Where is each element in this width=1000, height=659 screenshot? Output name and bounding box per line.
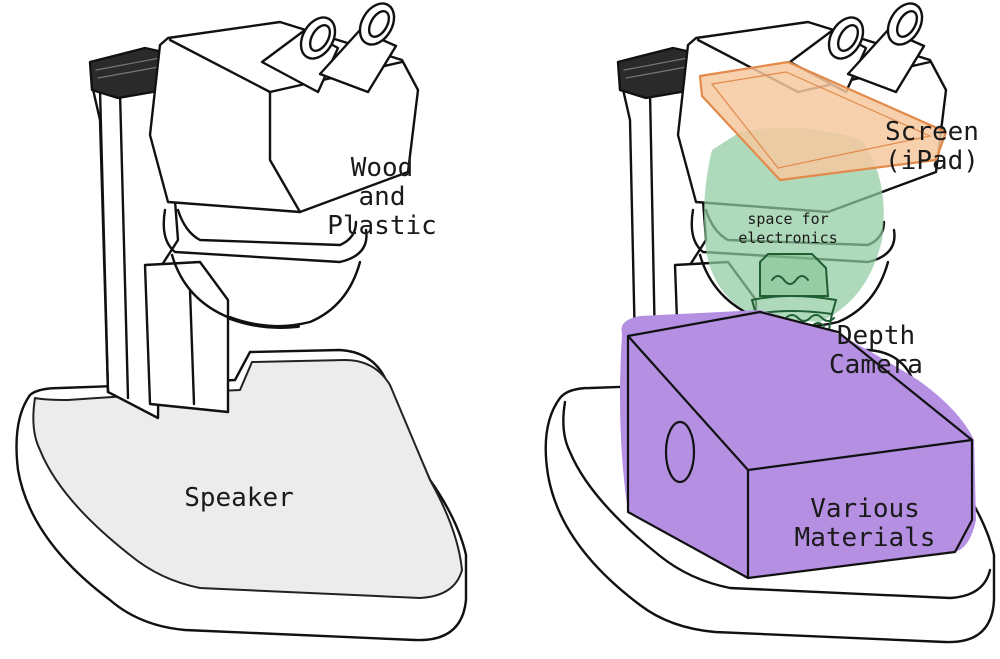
label-various-materials: Various Materials	[794, 494, 936, 554]
right-eyepieces	[788, 2, 926, 94]
label-screen-ipad: Screen (iPad)	[885, 117, 979, 177]
screen-ipad-panel	[698, 60, 948, 182]
left-eyepieces	[260, 2, 398, 94]
left-microscope	[15, 2, 468, 642]
materials-box	[620, 310, 976, 580]
electronics-space-region	[704, 127, 884, 322]
label-wood-and-plastic: Wood and Plastic	[327, 153, 437, 242]
label-depth-camera: Depth Camera	[829, 321, 923, 381]
label-speaker: Speaker	[184, 483, 294, 513]
label-space-for-electronics: space for electronics	[738, 210, 838, 247]
